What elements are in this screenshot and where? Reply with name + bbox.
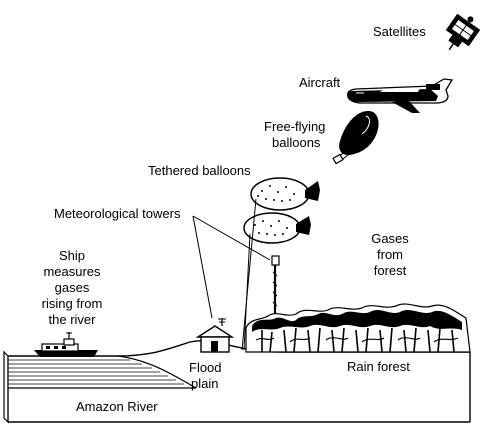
satellites-label: Satellites [373,24,426,39]
ship-label-line3: gases [55,280,90,295]
ground-block [3,340,471,424]
free-flying-balloon-icon [332,110,379,165]
flood-plain-label-line1: Flood [189,360,222,375]
ship-label-line1: Ship [59,248,85,263]
ship-label-line4: rising from [42,296,103,311]
tethered-balloon-lower-icon [243,212,311,244]
aircraft-label: Aircraft [299,75,341,90]
tethered-balloons-label: Tethered balloons [148,163,251,178]
free-flying-balloons-label-line2: balloons [272,135,321,150]
amazon-river-label: Amazon River [76,399,158,414]
river-water [8,359,184,385]
rain-forest-icon [245,303,471,353]
tethered-balloon-upper-icon [250,177,320,211]
gases-label-line2: from [377,247,403,262]
house-icon [195,318,235,353]
free-flying-balloons-label-line1: Free-flying [264,119,325,134]
satellite-icon [445,13,481,51]
tether-lines [241,198,257,351]
gases-label-line3: forest [374,263,407,278]
tower-pointer-lines [192,215,271,319]
meteorological-towers-label: Meteorological towers [54,206,181,221]
ship-icon [34,332,98,357]
ship-label-line2: measures [43,264,101,279]
ship-label-line5: the river [49,312,97,327]
rain-forest-label: Rain forest [347,359,410,374]
aircraft-icon [347,78,454,113]
gases-label-line1: Gases [371,231,409,246]
flood-plain-label-line2: plain [191,376,218,391]
